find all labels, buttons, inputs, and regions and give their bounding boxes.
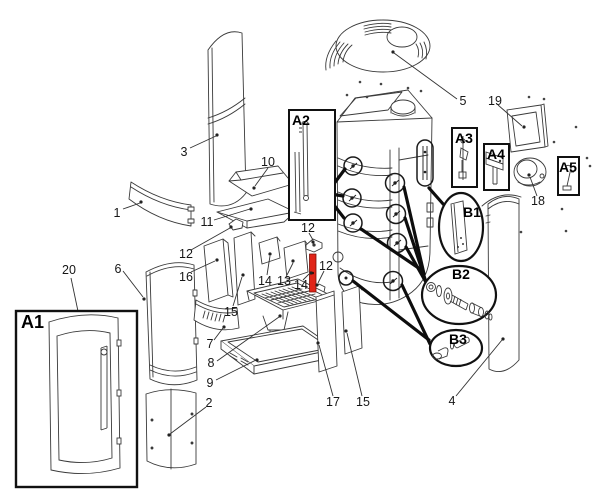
part-label-16: 16 — [179, 270, 193, 284]
box-a3 — [451, 127, 478, 188]
group-label-a3: A3 — [455, 130, 473, 146]
b1-plate — [450, 200, 468, 255]
group-label-a2: A2 — [292, 112, 310, 128]
part-17-side-panel — [315, 290, 338, 373]
part-label-18: 18 — [531, 194, 545, 208]
detail-circles — [338, 139, 434, 292]
part-20-door — [48, 314, 122, 475]
part-16-brick-panel — [203, 238, 234, 303]
part-label-3: 3 — [180, 145, 188, 159]
part-4-rear-panel — [481, 194, 522, 372]
bubble-b2 — [420, 264, 498, 326]
bubble-b1 — [437, 191, 485, 263]
part-7-vent-grille — [193, 299, 240, 331]
part-label-12a: 12 — [179, 247, 193, 261]
part-label-1: 1 — [113, 206, 121, 220]
part-label-10: 10 — [261, 155, 275, 169]
part-label-12b: 12 — [301, 221, 315, 235]
box-a2 — [288, 109, 336, 221]
part-label-14b: 14 — [294, 278, 308, 292]
b3-fittings — [432, 336, 470, 360]
part-label-2: 2 — [205, 396, 213, 410]
part-label-4: 4 — [448, 394, 456, 408]
part-label-14a: 14 — [258, 274, 272, 288]
part-1-front-bottom-panel — [128, 181, 195, 227]
pointer-arrows — [328, 167, 446, 346]
b2-bolt-assembly — [426, 282, 493, 321]
part-3-side-panel — [207, 31, 247, 207]
a3-latch-lever — [458, 136, 469, 180]
group-label-a1: A1 — [21, 312, 45, 332]
part-label-13: 13 — [277, 274, 291, 288]
part-5-top-plate — [325, 19, 431, 73]
part-19-rear-plate — [506, 103, 549, 153]
part-9-ash-tray — [220, 325, 337, 375]
part-label-12c: 12 — [319, 259, 333, 273]
a5-latch — [562, 164, 574, 191]
part-12-bracket-b — [305, 238, 323, 253]
part-label-20: 20 — [62, 263, 76, 277]
part-label-15a: 15 — [224, 305, 238, 319]
part-18-flange — [513, 157, 547, 187]
part-label-15b: 15 — [356, 395, 370, 409]
screw-dots — [345, 80, 592, 234]
part-2-lower-panel — [145, 388, 197, 470]
group-ellipses — [420, 191, 498, 368]
a2-latch-rods — [293, 121, 309, 215]
part-label-8: 8 — [207, 356, 215, 370]
group-label-b2: B2 — [452, 266, 470, 282]
part-label-17: 17 — [326, 395, 340, 409]
part-label-6: 6 — [114, 262, 122, 276]
group-label-b1: B1 — [463, 204, 481, 220]
box-a5 — [557, 156, 580, 196]
group-label-a5: A5 — [559, 159, 577, 175]
part-label-11: 11 — [200, 215, 214, 229]
part-15-side-panel-right — [341, 285, 363, 355]
a4-bracket — [485, 151, 504, 185]
box-a4 — [483, 143, 510, 191]
part-label-5: 5 — [459, 94, 467, 108]
stove-body — [332, 89, 434, 306]
group-label-b3: B3 — [449, 331, 467, 347]
part-6-curved-glass — [145, 262, 199, 386]
part-label-7: 7 — [206, 337, 214, 351]
group-label-a4: A4 — [487, 146, 505, 162]
part-14-brick-panel-left — [258, 236, 281, 265]
part-label-19: 19 — [488, 94, 502, 108]
leader-lines — [70, 50, 538, 437]
part-label-9: 9 — [206, 376, 214, 390]
